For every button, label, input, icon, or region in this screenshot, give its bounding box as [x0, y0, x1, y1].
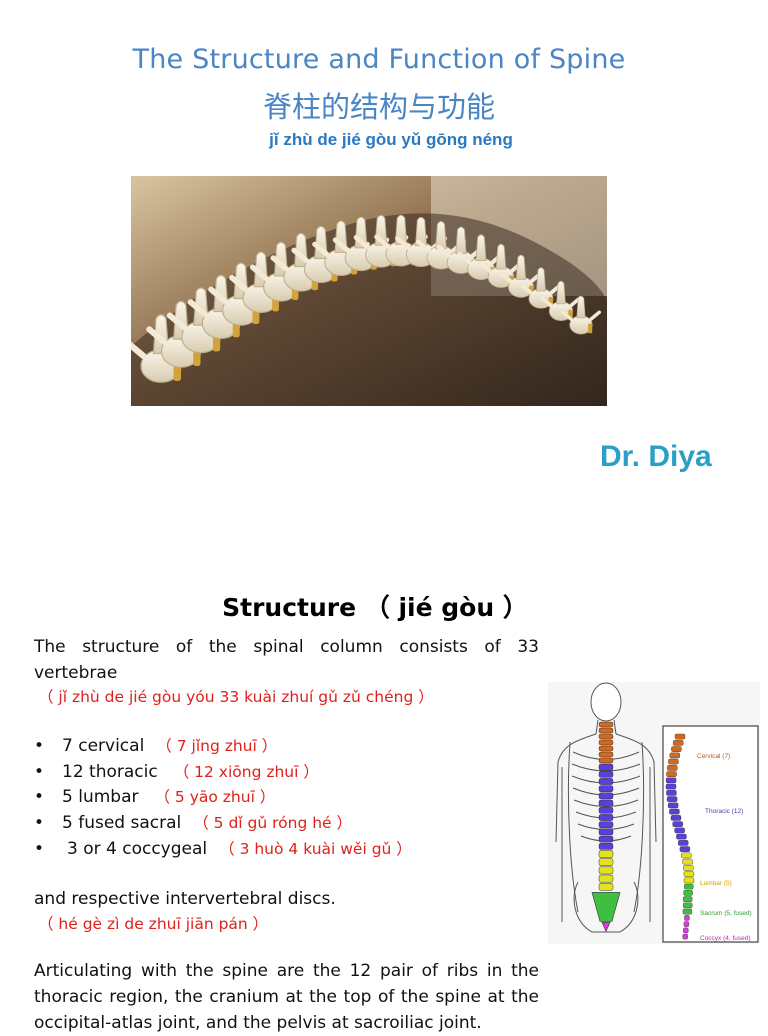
sacrum-lateral-vertebra — [683, 890, 693, 896]
discs-text: and respective intervertebral discs. — [34, 889, 336, 909]
articulation-line-3: occipital-atlas joint, and the pelvis at… — [34, 1013, 482, 1033]
lumbar-lateral-vertebra — [683, 871, 695, 877]
sacrum-lateral-vertebra — [682, 908, 693, 915]
spine-model-photo — [131, 176, 607, 406]
thoracic-vertebra — [598, 799, 614, 807]
label-coccyx: Coccyx (4, fused) — [700, 935, 751, 942]
thoracic-lateral-vertebra — [666, 790, 677, 796]
lumbar-vertebra — [598, 866, 614, 875]
thoracic-vertebra — [598, 835, 614, 843]
thoracic-lateral-vertebra — [674, 827, 685, 834]
bullet-icon: • — [34, 762, 45, 782]
lumbar-vertebra — [598, 858, 614, 867]
cervical-vertebra — [598, 739, 614, 746]
cervical-vertebra — [598, 733, 614, 740]
articulation-line-2: thoracic region, the cranium at the top … — [34, 987, 539, 1007]
thoracic-lateral-vertebra — [667, 802, 679, 809]
author-name: Dr. Diya — [600, 440, 712, 473]
vertebra-model — [478, 243, 524, 288]
thoracic-vertebra — [598, 785, 614, 793]
cervical-lateral-vertebra — [671, 746, 682, 752]
bullet-icon: • — [34, 839, 45, 859]
thoracic-vertebra — [598, 821, 614, 829]
lumbar-lateral-vertebra — [681, 852, 692, 859]
thoracic-lateral-vertebra — [672, 821, 683, 827]
lumbar-lateral-vertebra — [683, 877, 695, 884]
thoracic-vertebra — [598, 842, 614, 850]
list-item-sacral: •5 fused sacral（ 5 dǐ gǔ róng hé ） — [34, 810, 352, 836]
cervical-lateral-vertebra — [667, 765, 678, 771]
sacrum-lateral-vertebra — [684, 883, 694, 890]
thoracic-vertebra — [598, 806, 614, 814]
bullet-icon: • — [34, 736, 45, 756]
coccyx-lateral-vertebra — [683, 927, 689, 934]
coccyx-lateral-vertebra — [684, 915, 690, 921]
sacrum-shape — [591, 892, 621, 922]
thoracic-vertebra — [598, 770, 614, 778]
thoracic-vertebra — [598, 763, 614, 771]
label-lumbar: Lumbar (5) — [700, 880, 732, 887]
label-thoracic: Thoracic (12) — [705, 808, 743, 815]
vertebra-model — [561, 295, 601, 335]
thoracic-lateral-vertebra — [679, 846, 691, 852]
slide-title-chinese: 脊柱的结构与功能 — [262, 90, 495, 124]
cervical-vertebra — [598, 757, 614, 764]
cervical-lateral-vertebra — [668, 758, 679, 765]
cervical-vertebra — [598, 721, 614, 728]
coccyx-lateral-vertebra — [682, 933, 688, 940]
discs-pinyin: （ hé gè zì de zhuī jiān pán ） — [38, 915, 269, 933]
articulation-line-1: Articulating with the spine are the 12 p… — [34, 961, 539, 981]
thoracic-lateral-vertebra — [676, 833, 687, 840]
coccyx-shape — [601, 922, 611, 933]
intro-pinyin: （ jǐ zhù de jié gòu yóu 33 kuài zhuí gǔ … — [38, 688, 434, 706]
thoracic-vertebra — [598, 792, 614, 800]
cervical-vertebra — [598, 745, 614, 752]
slide-title-pinyin: jǐ zhù de jié gòu yǔ gōng néng — [269, 130, 513, 149]
bullet-icon: • — [34, 787, 45, 807]
list-item-cervical: •7 cervical（ 7 jǐng zhuī ） — [34, 733, 277, 759]
lumbar-lateral-vertebra — [682, 858, 693, 865]
lumbar-vertebra — [598, 882, 614, 891]
cervical-vertebra — [598, 751, 614, 758]
intro-line-2: vertebrae — [34, 663, 118, 683]
thoracic-lateral-vertebra — [665, 777, 677, 784]
lumbar-lateral-vertebra — [683, 865, 694, 871]
cervical-vertebra — [598, 727, 614, 734]
thoracic-lateral-vertebra — [670, 815, 682, 821]
intro-line-1: The structure of the spinal column consi… — [34, 637, 539, 657]
cervical-lateral-vertebra — [674, 733, 686, 740]
list-item-lumbar: •5 lumbar（ 5 yāo zhuī ） — [34, 784, 275, 810]
sacrum-lateral-vertebra — [682, 902, 693, 909]
spine-anatomy-diagram: Cervical (7) Thoracic (12) Lumbar (5) Sa… — [548, 682, 760, 944]
vertebra-model — [498, 254, 544, 298]
cervical-lateral-vertebra — [672, 740, 684, 746]
label-cervical: Cervical (7) — [697, 753, 730, 760]
bullet-icon: • — [34, 813, 45, 833]
section-heading: Structure （ jié gòu ） — [222, 593, 528, 622]
slide-title-english: The Structure and Function of Spine — [132, 44, 626, 75]
cervical-lateral-vertebra — [666, 771, 677, 777]
lumbar-vertebra — [598, 850, 614, 858]
list-item-thoracic: •12 thoracic（ 12 xiōng zhuī ） — [34, 759, 319, 785]
thoracic-vertebra — [598, 778, 614, 785]
thoracic-lateral-vertebra — [665, 783, 677, 790]
thoracic-lateral-vertebra — [677, 840, 689, 846]
lumbar-vertebra — [598, 874, 614, 883]
thoracic-vertebra — [598, 828, 614, 836]
sacrum-lateral-vertebra — [682, 896, 693, 902]
thoracic-lateral-vertebra — [666, 796, 678, 802]
vertebra-model — [540, 280, 582, 322]
list-item-coccygeal: •3 or 4 coccygeal（ 3 huò 4 kuài wěi gǔ ） — [34, 836, 412, 862]
label-sacrum: Sacrum (5, fused) — [700, 910, 752, 917]
coccyx-lateral-vertebra — [683, 921, 690, 927]
thoracic-vertebra — [598, 814, 614, 821]
thoracic-lateral-vertebra — [669, 808, 680, 815]
cervical-lateral-vertebra — [669, 752, 681, 759]
